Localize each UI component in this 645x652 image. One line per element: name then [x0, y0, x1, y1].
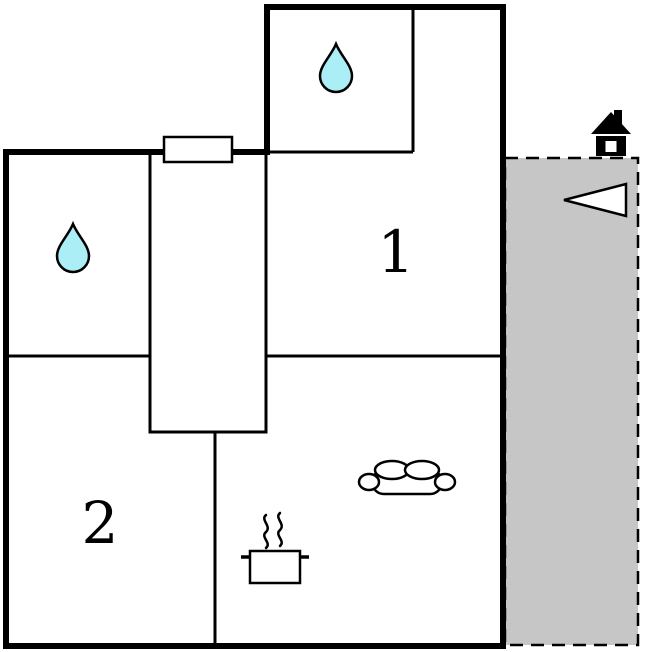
entrance-arrow-icon: [563, 182, 628, 218]
cooking-pot-icon: [241, 511, 309, 585]
house-roof: [591, 112, 631, 134]
water-drop-icon-left: [55, 220, 91, 274]
pot-body: [248, 549, 302, 585]
terrace-area: [503, 156, 640, 647]
house-icon: [591, 110, 631, 156]
water-drop-icon-top: [318, 40, 354, 94]
steam-line: [277, 511, 283, 548]
sofa-armrest: [357, 472, 381, 492]
window: [162, 135, 234, 164]
house-window: [605, 141, 617, 152]
room-2-label: 2: [82, 489, 119, 557]
room-1-label: 1: [378, 218, 415, 286]
sofa-armrest: [433, 472, 457, 492]
steam-line: [263, 513, 269, 550]
house-chimney: [614, 110, 622, 125]
sofa-cushion: [403, 459, 441, 481]
sofa-icon: [357, 459, 457, 496]
